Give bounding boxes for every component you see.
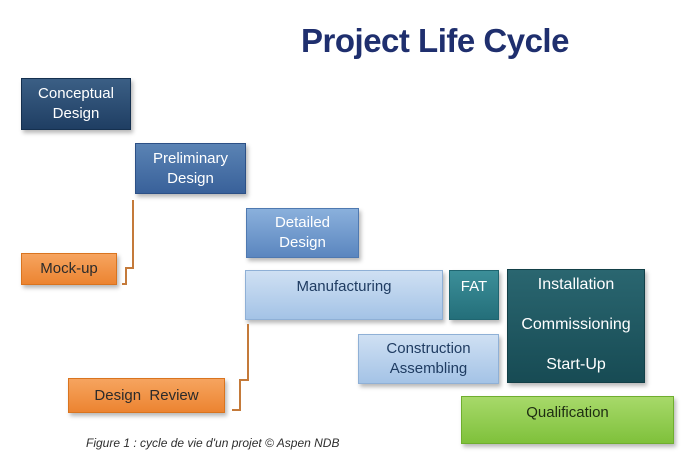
mock-up-box: Mock-up (21, 253, 117, 285)
figure-caption: Figure 1 : cycle de vie d'un projet © As… (86, 436, 340, 450)
design-review-box: Design Review (68, 378, 225, 413)
preliminary-design-box: Preliminary Design (135, 143, 246, 194)
manufacturing-label: Manufacturing (296, 278, 392, 295)
qualification-label: Qualification (526, 404, 609, 421)
conceptual-design-label-1: Conceptual (38, 85, 114, 102)
installation-commissioning-startup-box: Installation Commissioning Start-Up (507, 269, 645, 383)
design-review-label: Design Review (94, 386, 199, 404)
preliminary-design-label-2: Design (167, 169, 214, 187)
assembling-label: Assembling (389, 360, 468, 377)
construction-assembling-box: Construction Assembling (358, 334, 499, 384)
design-review-bracket (232, 324, 249, 411)
conceptual-design-box: Conceptual Design (21, 78, 131, 130)
manufacturing-box: Manufacturing (245, 270, 443, 320)
detailed-design-label-1: Detailed (274, 214, 331, 231)
fat-label: FAT (460, 278, 488, 295)
conceptual-design-label-2: Design (52, 105, 100, 122)
mock-up-label: Mock-up (40, 260, 98, 277)
detailed-design-box: Detailed Design (246, 208, 359, 258)
commissioning-label: Commissioning (521, 316, 631, 333)
preliminary-design-label-1: Preliminary (152, 149, 228, 167)
fat-box: FAT (449, 270, 499, 320)
page-title: Project Life Cycle (301, 22, 569, 59)
installation-label: Installation (537, 276, 615, 293)
start-up-label: Start-Up (546, 356, 606, 373)
qualification-box: Qualification (461, 396, 674, 444)
detailed-design-label-2: Design (279, 234, 326, 251)
construction-label: Construction (386, 340, 471, 357)
mock-up-bracket (122, 200, 134, 285)
